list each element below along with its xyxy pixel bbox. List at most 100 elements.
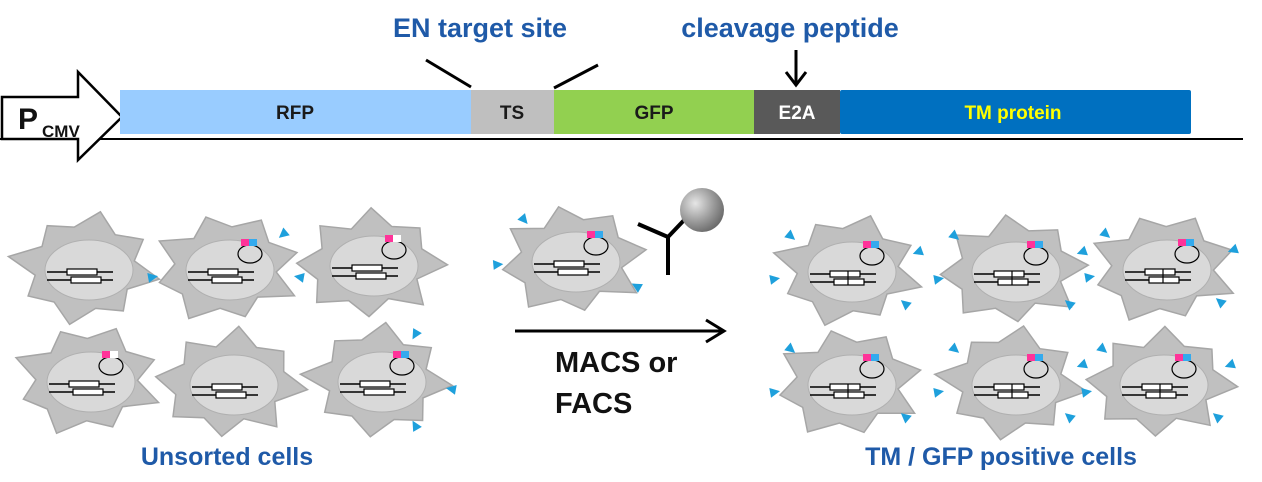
magnetic-bead [680, 188, 724, 232]
surface-marker [1076, 245, 1088, 256]
surface-marker [948, 229, 960, 240]
antibody-arm-left [637, 222, 669, 239]
construct-segments: RFP TS GFP E2A TM protein [120, 90, 1191, 134]
chromosome-lines [1122, 383, 1188, 399]
chromosome-lines [974, 270, 1040, 286]
rfp-marker [1175, 354, 1183, 361]
chromosome-lines [188, 268, 254, 284]
sorting-method-line2: FACS [555, 388, 632, 420]
gfp-marker [1183, 354, 1191, 361]
caption-positive-cells: TM / GFP positive cells [865, 443, 1137, 471]
segment-gfp-label: GFP [634, 103, 673, 124]
cleavage-arrow [784, 50, 808, 88]
chromosome-lines [534, 260, 600, 276]
surface-marker [933, 274, 945, 285]
gfp-marker [871, 241, 879, 248]
rfp-marker [863, 241, 871, 248]
segment-ts-label: TS [500, 103, 524, 124]
gfp-marker [110, 351, 118, 358]
cell [769, 329, 923, 434]
rfp-marker [241, 239, 249, 246]
surface-marker [445, 384, 457, 395]
ts-flank-line-left [425, 58, 472, 89]
segment-e2a-label: E2A [779, 103, 816, 124]
chromosome-lines [974, 383, 1040, 399]
chromosome-lines [332, 264, 398, 280]
surface-marker [1099, 227, 1111, 238]
surface-marker [769, 274, 781, 285]
rfp-marker [863, 354, 871, 361]
cell [933, 324, 1089, 441]
ts-flank-line-right [553, 63, 599, 90]
gfp-marker [401, 351, 409, 358]
segment-tm-protein-label: TM protein [964, 103, 1061, 124]
surface-marker [1096, 342, 1108, 353]
rfp-marker [1027, 241, 1035, 248]
surface-marker [1081, 387, 1093, 398]
gfp-marker [1035, 354, 1043, 361]
surface-marker [293, 272, 305, 283]
rfp-marker [385, 235, 393, 242]
rfp-marker [102, 351, 110, 358]
cell [154, 325, 310, 438]
surface-marker [492, 259, 504, 270]
promoter-label: P [18, 103, 38, 136]
surface-marker [1084, 272, 1096, 283]
surface-marker [933, 387, 945, 398]
cells-layer [6, 205, 1240, 441]
surface-marker [147, 272, 159, 283]
cell [1081, 325, 1240, 437]
chromosome-lines [192, 383, 258, 399]
surface-marker [1224, 358, 1236, 369]
sorting-method-line1: MACS or [555, 347, 677, 379]
rfp-marker [1178, 239, 1186, 246]
cell [1084, 217, 1239, 321]
cell [295, 206, 450, 318]
gfp-marker [393, 235, 401, 242]
chromosome-lines [47, 268, 113, 284]
chromosome-lines [810, 270, 876, 286]
gfp-marker [1035, 241, 1043, 248]
surface-marker [900, 413, 912, 424]
surface-marker [784, 229, 796, 240]
chromosome-lines [340, 380, 406, 396]
surface-marker [769, 387, 781, 398]
surface-marker [412, 328, 422, 340]
surface-marker [900, 300, 912, 311]
chromosome-lines [810, 383, 876, 399]
cell [298, 321, 457, 438]
rfp-marker [1027, 354, 1035, 361]
chromosome-lines [49, 380, 115, 396]
surface-marker [631, 283, 643, 293]
promoter-subscript: CMV [42, 122, 80, 141]
segment-gfp [554, 90, 754, 134]
surface-marker [948, 342, 960, 353]
gfp-marker [1186, 239, 1194, 246]
segment-rfp [120, 90, 471, 134]
surface-marker [912, 245, 924, 256]
cell [6, 210, 162, 326]
promoter-arrow: P CMV [0, 68, 124, 163]
surface-marker [517, 213, 528, 225]
cell [492, 205, 648, 312]
cell [147, 216, 305, 320]
gfp-marker [871, 354, 879, 361]
gfp-marker [249, 239, 257, 246]
cell [769, 214, 924, 327]
surface-marker [1076, 358, 1088, 369]
cell [14, 327, 161, 435]
surface-marker [1064, 413, 1076, 424]
surface-marker [1212, 413, 1224, 424]
en-target-site-label: EN target site [393, 13, 567, 43]
sorting-arrow [515, 318, 727, 344]
rfp-marker [393, 351, 401, 358]
segment-e2a [754, 90, 840, 134]
rfp-marker [587, 231, 595, 238]
segment-rfp-label: RFP [276, 103, 314, 124]
surface-marker [278, 227, 290, 238]
surface-marker [1215, 298, 1227, 309]
chromosome-lines [1125, 268, 1191, 284]
gfp-marker [595, 231, 603, 238]
